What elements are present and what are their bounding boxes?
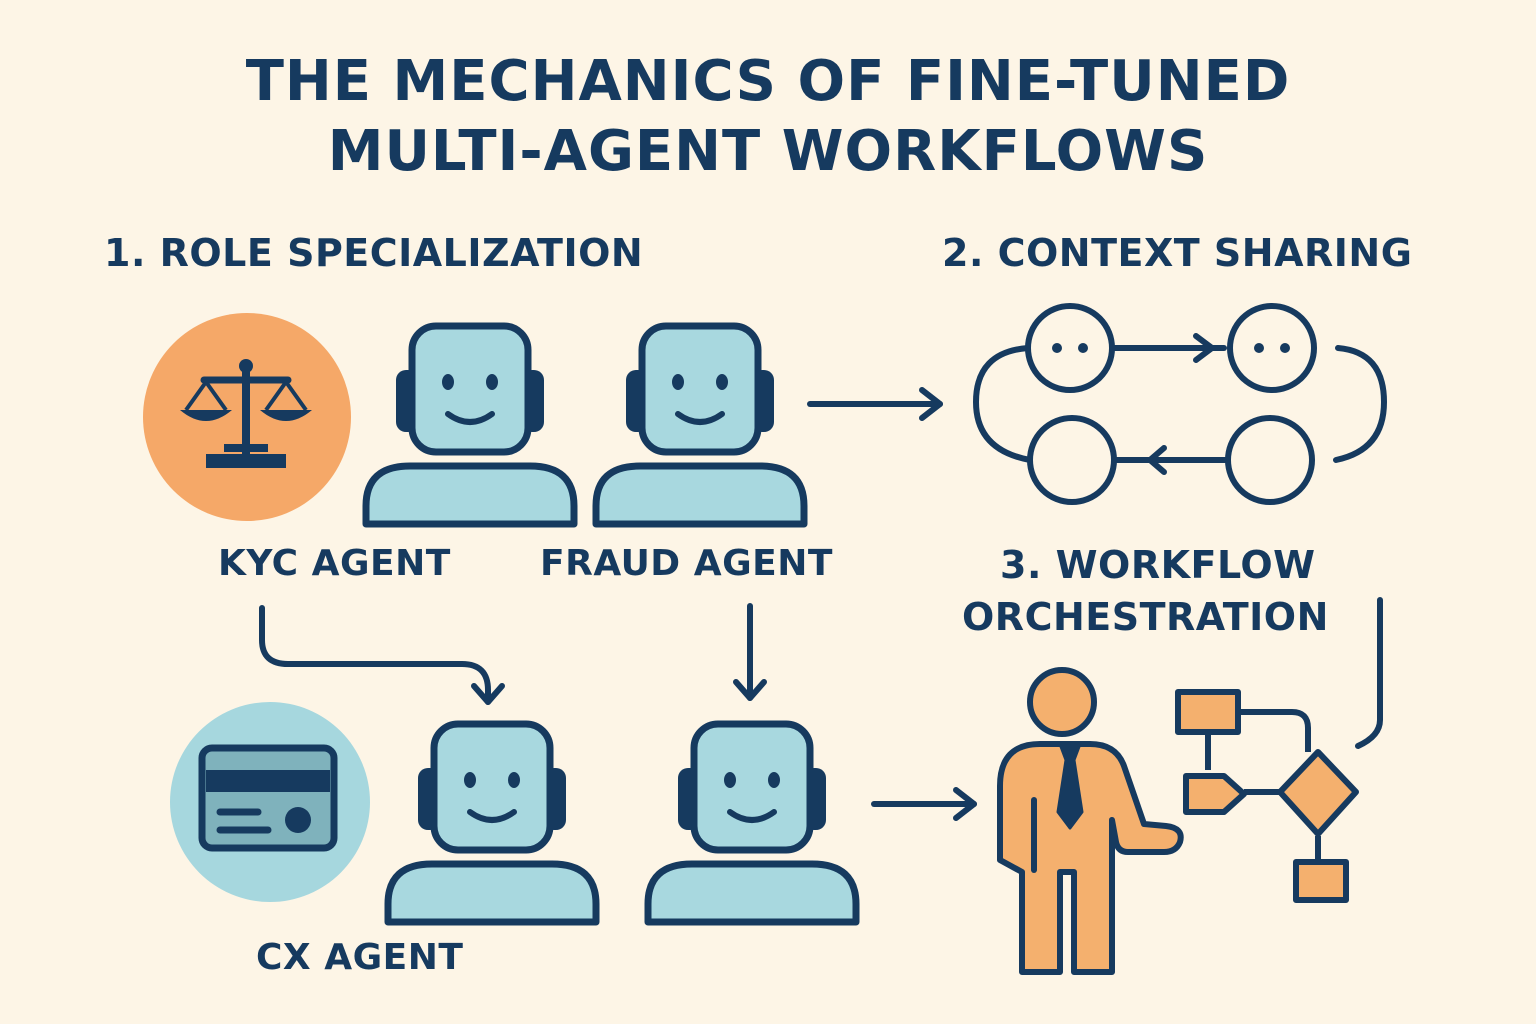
cx-agent-label: CX AGENT (256, 937, 464, 978)
arrow-kyc-to-cx (259, 605, 505, 705)
section-workflow-line-1: 3. WORKFLOW (1000, 543, 1316, 587)
cx-badge (170, 702, 370, 902)
context-sharing-loop-icon (973, 303, 1387, 505)
arrow-fraud-down (733, 603, 767, 701)
section-role-specialization: 1. ROLE SPECIALIZATION (104, 231, 644, 275)
fraud-agent-label: FRAUD AGENT (540, 543, 833, 584)
arrow-to-orchestration (871, 787, 977, 821)
section-workflow-line-2: ORCHESTRATION (962, 595, 1329, 639)
title-line-1: THE MECHANICS OF FINE-TUNED (245, 49, 1291, 114)
flowchart-icon (1175, 689, 1359, 903)
kyc-agent-label: KYC AGENT (218, 543, 451, 584)
arrow-to-context-sharing (807, 387, 943, 421)
scales-of-justice-icon (180, 359, 312, 468)
cx-robot-icon (388, 724, 596, 922)
connector-orchestration-line (1355, 597, 1383, 749)
kyc-robot-icon (366, 326, 574, 524)
fraud-robot-icon (596, 326, 804, 524)
business-person-icon (997, 667, 1184, 975)
section-context-sharing: 2. CONTEXT SHARING (942, 231, 1413, 275)
credit-card-icon (198, 744, 338, 852)
kyc-badge (143, 313, 351, 521)
title-line-2: MULTI-AGENT WORKFLOWS (327, 119, 1209, 184)
fourth-robot-icon (648, 724, 856, 922)
